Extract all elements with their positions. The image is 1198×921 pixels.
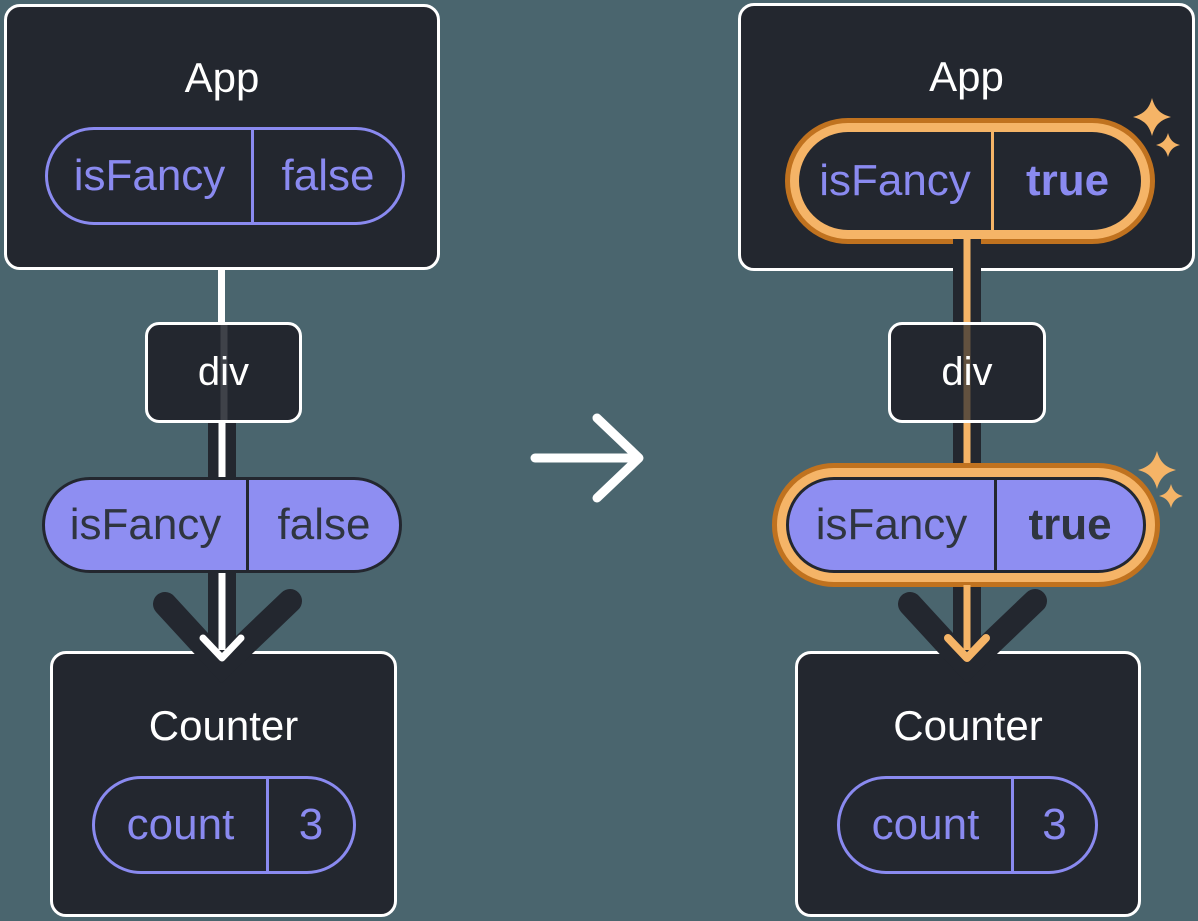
app-component-box: App isFancy true [738, 3, 1195, 271]
arrow-dark-chevron [898, 589, 1047, 684]
prop-value-cell: false [277, 500, 371, 549]
counter-component-box: Counter count 3 [795, 651, 1141, 917]
pill-divider [246, 480, 249, 570]
state-pill: count 3 [92, 776, 356, 874]
arrow-core-head [199, 634, 245, 662]
state-pill: count 3 [837, 776, 1098, 874]
prop-flow-line [953, 421, 981, 470]
state-name-cell: count [871, 800, 980, 849]
counter-component-box: Counter count 3 [50, 651, 397, 917]
pill-divider [266, 779, 269, 871]
tree-edge-line [218, 266, 225, 325]
pill-divider [1011, 779, 1014, 871]
state-name-cell: isFancy [73, 151, 226, 200]
prop-value-cell: true [1028, 500, 1112, 549]
prop-name-cell: isFancy [69, 500, 222, 549]
state-pill: isFancy false [45, 127, 405, 225]
state-name-cell: isFancy [819, 156, 971, 205]
prop-flow-arrow [898, 585, 1047, 684]
state-value-cell: true [1025, 156, 1110, 205]
prop-flow-line-behind [220, 325, 227, 420]
prop-flow-line-behind [963, 325, 971, 420]
transition-arrow-head [592, 413, 644, 503]
div-node-label: div [941, 350, 993, 394]
state-value-cell: false [281, 151, 375, 200]
div-node-label: div [197, 350, 250, 394]
app-component-box: App isFancy false [4, 4, 440, 270]
prop-flow-core [963, 421, 971, 470]
prop-flow-arrow [153, 573, 302, 684]
highlighted-state-pill: isFancy true [785, 118, 1155, 244]
state-name-cell: count [126, 800, 235, 849]
highlighted-prop-pill: isFancy true [772, 463, 1160, 587]
component-title: Counter [148, 702, 299, 749]
div-node-box: div [888, 322, 1046, 423]
state-value-cell: 3 [1042, 800, 1067, 849]
prop-flow-core [218, 421, 226, 481]
pill-divider [251, 130, 254, 222]
component-title: App [929, 53, 1004, 100]
pill-divider [994, 480, 997, 570]
prop-name-cell: isFancy [815, 500, 968, 549]
sparkle-icon [1138, 451, 1176, 489]
sparkle-icon [1159, 484, 1183, 508]
component-title: Counter [893, 702, 1043, 749]
prop-flow-line [953, 239, 981, 322]
div-node-box: div [145, 322, 302, 423]
pill-divider [991, 132, 994, 230]
prop-flow-core [963, 239, 971, 322]
sparkle-icon [1156, 133, 1180, 157]
component-title: App [184, 54, 260, 101]
prop-flow-line [208, 421, 236, 481]
sparkle-icon [1133, 98, 1171, 136]
prop-pill: isFancy false [42, 477, 402, 573]
arrow-core-head [944, 634, 990, 662]
state-value-cell: 3 [298, 800, 324, 849]
arrow-dark-chevron [153, 589, 302, 684]
transition-arrow-icon [530, 413, 644, 503]
